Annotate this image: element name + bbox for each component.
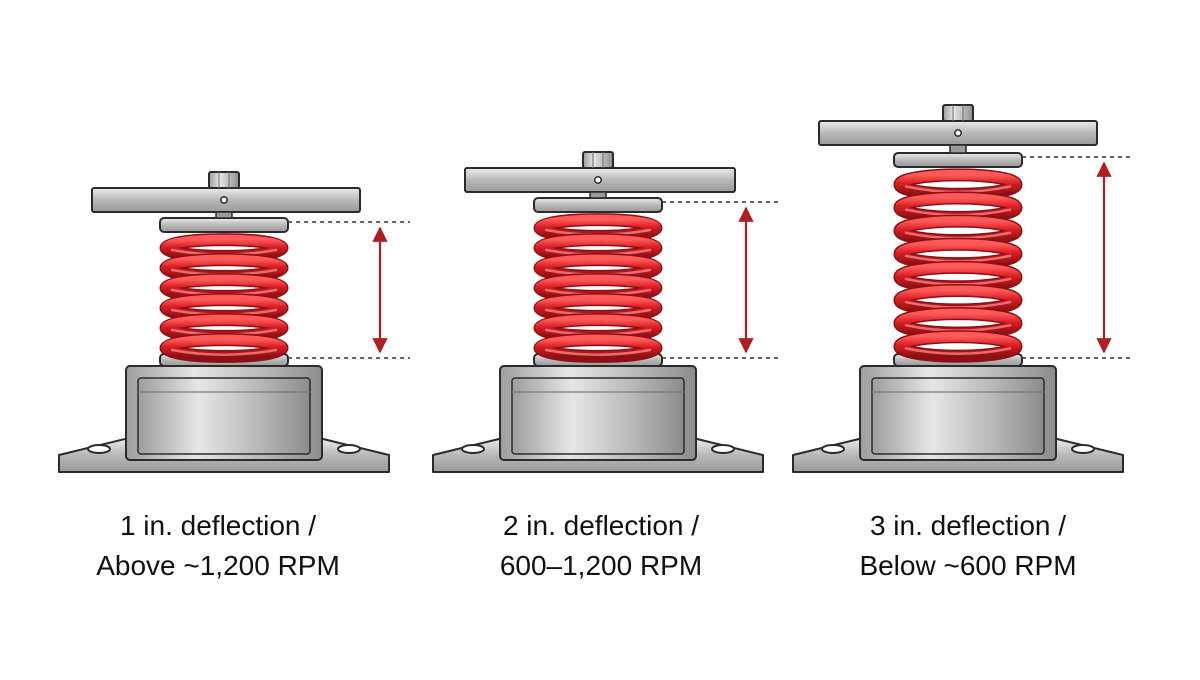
upper-spring-cup [893, 152, 1023, 168]
rpm-label: Above ~1,200 RPM [96, 550, 340, 581]
spring-highlight [170, 348, 278, 356]
bolt-hole-icon [821, 444, 845, 454]
bolt-hole-icon [337, 444, 361, 454]
adjustment-bolt [215, 211, 233, 219]
housing-inner [511, 377, 685, 455]
housing-inner [137, 377, 311, 455]
bolt-hole-icon [220, 196, 228, 204]
deflection-label: 2 in. deflection / [502, 510, 700, 541]
upper-spring-cup [159, 217, 289, 233]
adjustment-bolt [589, 191, 607, 199]
bolt-hole-icon [1071, 444, 1095, 454]
caption-isolator-3: 3 in. deflection / Below ~600 RPM [798, 506, 1138, 586]
caption-isolator-1: 1 in. deflection / Above ~1,200 RPM [48, 506, 388, 586]
rpm-label: Below ~600 RPM [859, 550, 1077, 581]
bolt-hole-icon [594, 176, 602, 184]
spring-highlight [544, 348, 652, 356]
spring-isolator-1 [58, 171, 410, 473]
bolt-hole-icon [461, 444, 485, 454]
adjustment-bolt [949, 144, 967, 154]
rpm-label: 600–1,200 RPM [499, 550, 703, 581]
deflection-label: 3 in. deflection / [869, 510, 1067, 541]
bolt-hole-icon [87, 444, 111, 454]
hex-nut-icon [208, 171, 240, 189]
deflection-label: 1 in. deflection / [119, 510, 317, 541]
caption-isolator-2: 2 in. deflection / 600–1,200 RPM [431, 506, 771, 586]
upper-spring-cup [533, 197, 663, 213]
housing-inner [871, 377, 1045, 455]
bolt-hole-icon [954, 129, 962, 137]
spring-highlight [904, 347, 1012, 355]
spring-isolator-2 [432, 151, 778, 473]
spring-isolator-3 [792, 104, 1132, 473]
spring-coil [535, 334, 661, 362]
spring-coil [161, 334, 287, 362]
bolt-hole-icon [711, 444, 735, 454]
hex-nut-icon [582, 151, 614, 169]
spring-coil [895, 331, 1021, 362]
hex-nut-icon [942, 104, 974, 122]
